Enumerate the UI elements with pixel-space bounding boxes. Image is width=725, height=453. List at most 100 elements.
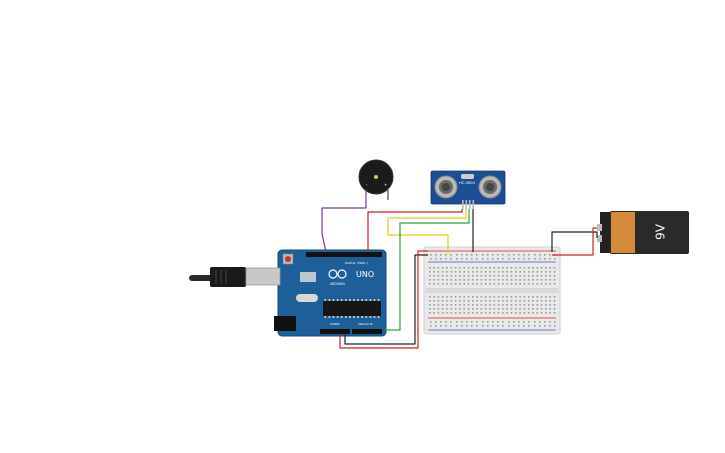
- breadboard-hole: [461, 254, 463, 256]
- breadboard-hole: [527, 308, 530, 310]
- breadboard-hole: [540, 308, 543, 310]
- breadboard-hole: [480, 308, 483, 310]
- usb-cable: [189, 275, 213, 281]
- breadboard-hole: [518, 258, 520, 260]
- power-header: [320, 329, 350, 334]
- breadboard-hole: [435, 254, 437, 256]
- wire-buzzer-signal[interactable]: [321, 190, 367, 253]
- breadboard-hole: [433, 271, 435, 273]
- breadboard-hole: [467, 308, 470, 310]
- breadboard-hole: [508, 254, 510, 256]
- regulator: [300, 272, 316, 282]
- breadboard-hole: [463, 308, 465, 310]
- breadboard-hole: [480, 283, 483, 285]
- arduino-logo-left: [328, 269, 338, 279]
- chip-pin: [340, 316, 343, 318]
- breadboard-hole: [450, 283, 453, 285]
- breadboard-hole: [450, 312, 453, 314]
- wire-battery-negative[interactable]: [551, 231, 598, 252]
- breadboard-hole: [523, 271, 526, 273]
- chip-pin: [377, 299, 380, 301]
- breadboard-hole: [450, 258, 452, 260]
- breadboard-hole: [549, 271, 551, 273]
- breadboard[interactable]: [423, 246, 561, 335]
- wire-battery-positive[interactable]: [552, 227, 597, 256]
- buzzer-plus-label: +: [384, 182, 387, 187]
- breadboard-hole: [480, 275, 483, 277]
- breadboard-hole: [527, 267, 530, 269]
- breadboard-hole: [554, 258, 556, 260]
- breadboard-hole: [545, 275, 547, 277]
- breadboard-hole: [544, 321, 546, 323]
- wire-sensor-trig[interactable]: [387, 209, 467, 253]
- breadboard-hole: [506, 267, 508, 269]
- breadboard-hole: [532, 279, 534, 281]
- breadboard-hole: [450, 308, 453, 310]
- atmega-chip: [323, 301, 381, 316]
- breadboard-hole: [450, 300, 453, 302]
- breadboard-hole: [487, 258, 489, 260]
- battery-voltage-label: 9V: [654, 223, 668, 240]
- breadboard-hole: [463, 279, 465, 281]
- wire-sensor-vcc[interactable]: [367, 209, 463, 252]
- breadboard-hole: [523, 304, 526, 306]
- breadboard-hole: [536, 267, 539, 269]
- breadboard-hole: [545, 304, 547, 306]
- breadboard-hole: [441, 283, 444, 285]
- breadboard-hole: [523, 325, 525, 327]
- wire-arduino-gnd[interactable]: [344, 254, 428, 345]
- breadboard-hole: [476, 258, 478, 260]
- breadboard-hole: [549, 279, 551, 281]
- breadboard-hole: [527, 304, 530, 306]
- breadboard-hole: [502, 321, 504, 323]
- breadboard-hole: [437, 308, 440, 310]
- breadboard-hole: [467, 267, 470, 269]
- breadboard-hole: [523, 279, 526, 281]
- breadboard-hole: [472, 308, 474, 310]
- breadboard-hole: [497, 325, 499, 327]
- breadboard-hole: [466, 325, 468, 327]
- breadboard-hole: [459, 296, 461, 298]
- breadboard-hole: [487, 254, 489, 256]
- breadboard-hole: [463, 296, 465, 298]
- sensor-pin-vcc: [462, 200, 464, 209]
- battery-9v[interactable]: 9V: [597, 211, 689, 254]
- chip-pin: [349, 299, 351, 301]
- breadboard-hole: [536, 279, 539, 281]
- breadboard-hole: [480, 296, 483, 298]
- breadboard-hole: [446, 308, 448, 310]
- breadboard-hole: [527, 296, 530, 298]
- breadboard-hole: [515, 296, 517, 298]
- sensor-crystal: [461, 174, 474, 179]
- arduino-uno-board[interactable]: UNO ARDUINO DIGITAL (PWM~) POWER ANALOG …: [189, 249, 387, 337]
- breadboard-hole: [489, 271, 491, 273]
- breadboard-hole: [523, 283, 526, 285]
- breadboard-hole: [497, 312, 500, 314]
- breadboard-hole: [506, 308, 508, 310]
- breadboard-hole: [553, 279, 556, 281]
- chip-pin: [365, 316, 368, 318]
- chip-pin: [340, 299, 343, 301]
- breadboard-hole: [484, 271, 487, 273]
- breadboard-hole: [459, 271, 461, 273]
- breadboard-hole: [472, 312, 474, 314]
- breadboard-hole: [519, 283, 521, 285]
- breadboard-hole: [446, 300, 448, 302]
- ultrasonic-sensor-hc-sr04[interactable]: HC-SR04: [430, 170, 506, 209]
- breadboard-hole: [454, 279, 457, 281]
- breadboard-hole: [433, 304, 435, 306]
- breadboard-hole: [540, 279, 543, 281]
- breadboard-hole: [466, 254, 468, 256]
- wire-sensor-echo[interactable]: [384, 209, 470, 331]
- wire-arduino-5v[interactable]: [339, 250, 428, 349]
- breadboard-hole: [527, 312, 530, 314]
- breadboard-hole: [506, 275, 508, 277]
- breadboard-hole: [506, 300, 508, 302]
- breadboard-hole: [549, 254, 551, 256]
- breadboard-hole: [459, 300, 461, 302]
- breadboard-hole: [463, 283, 465, 285]
- breadboard-hole: [540, 312, 543, 314]
- piezo-buzzer[interactable]: - +: [358, 159, 394, 195]
- breadboard-hole: [437, 296, 440, 298]
- breadboard-hole: [536, 304, 539, 306]
